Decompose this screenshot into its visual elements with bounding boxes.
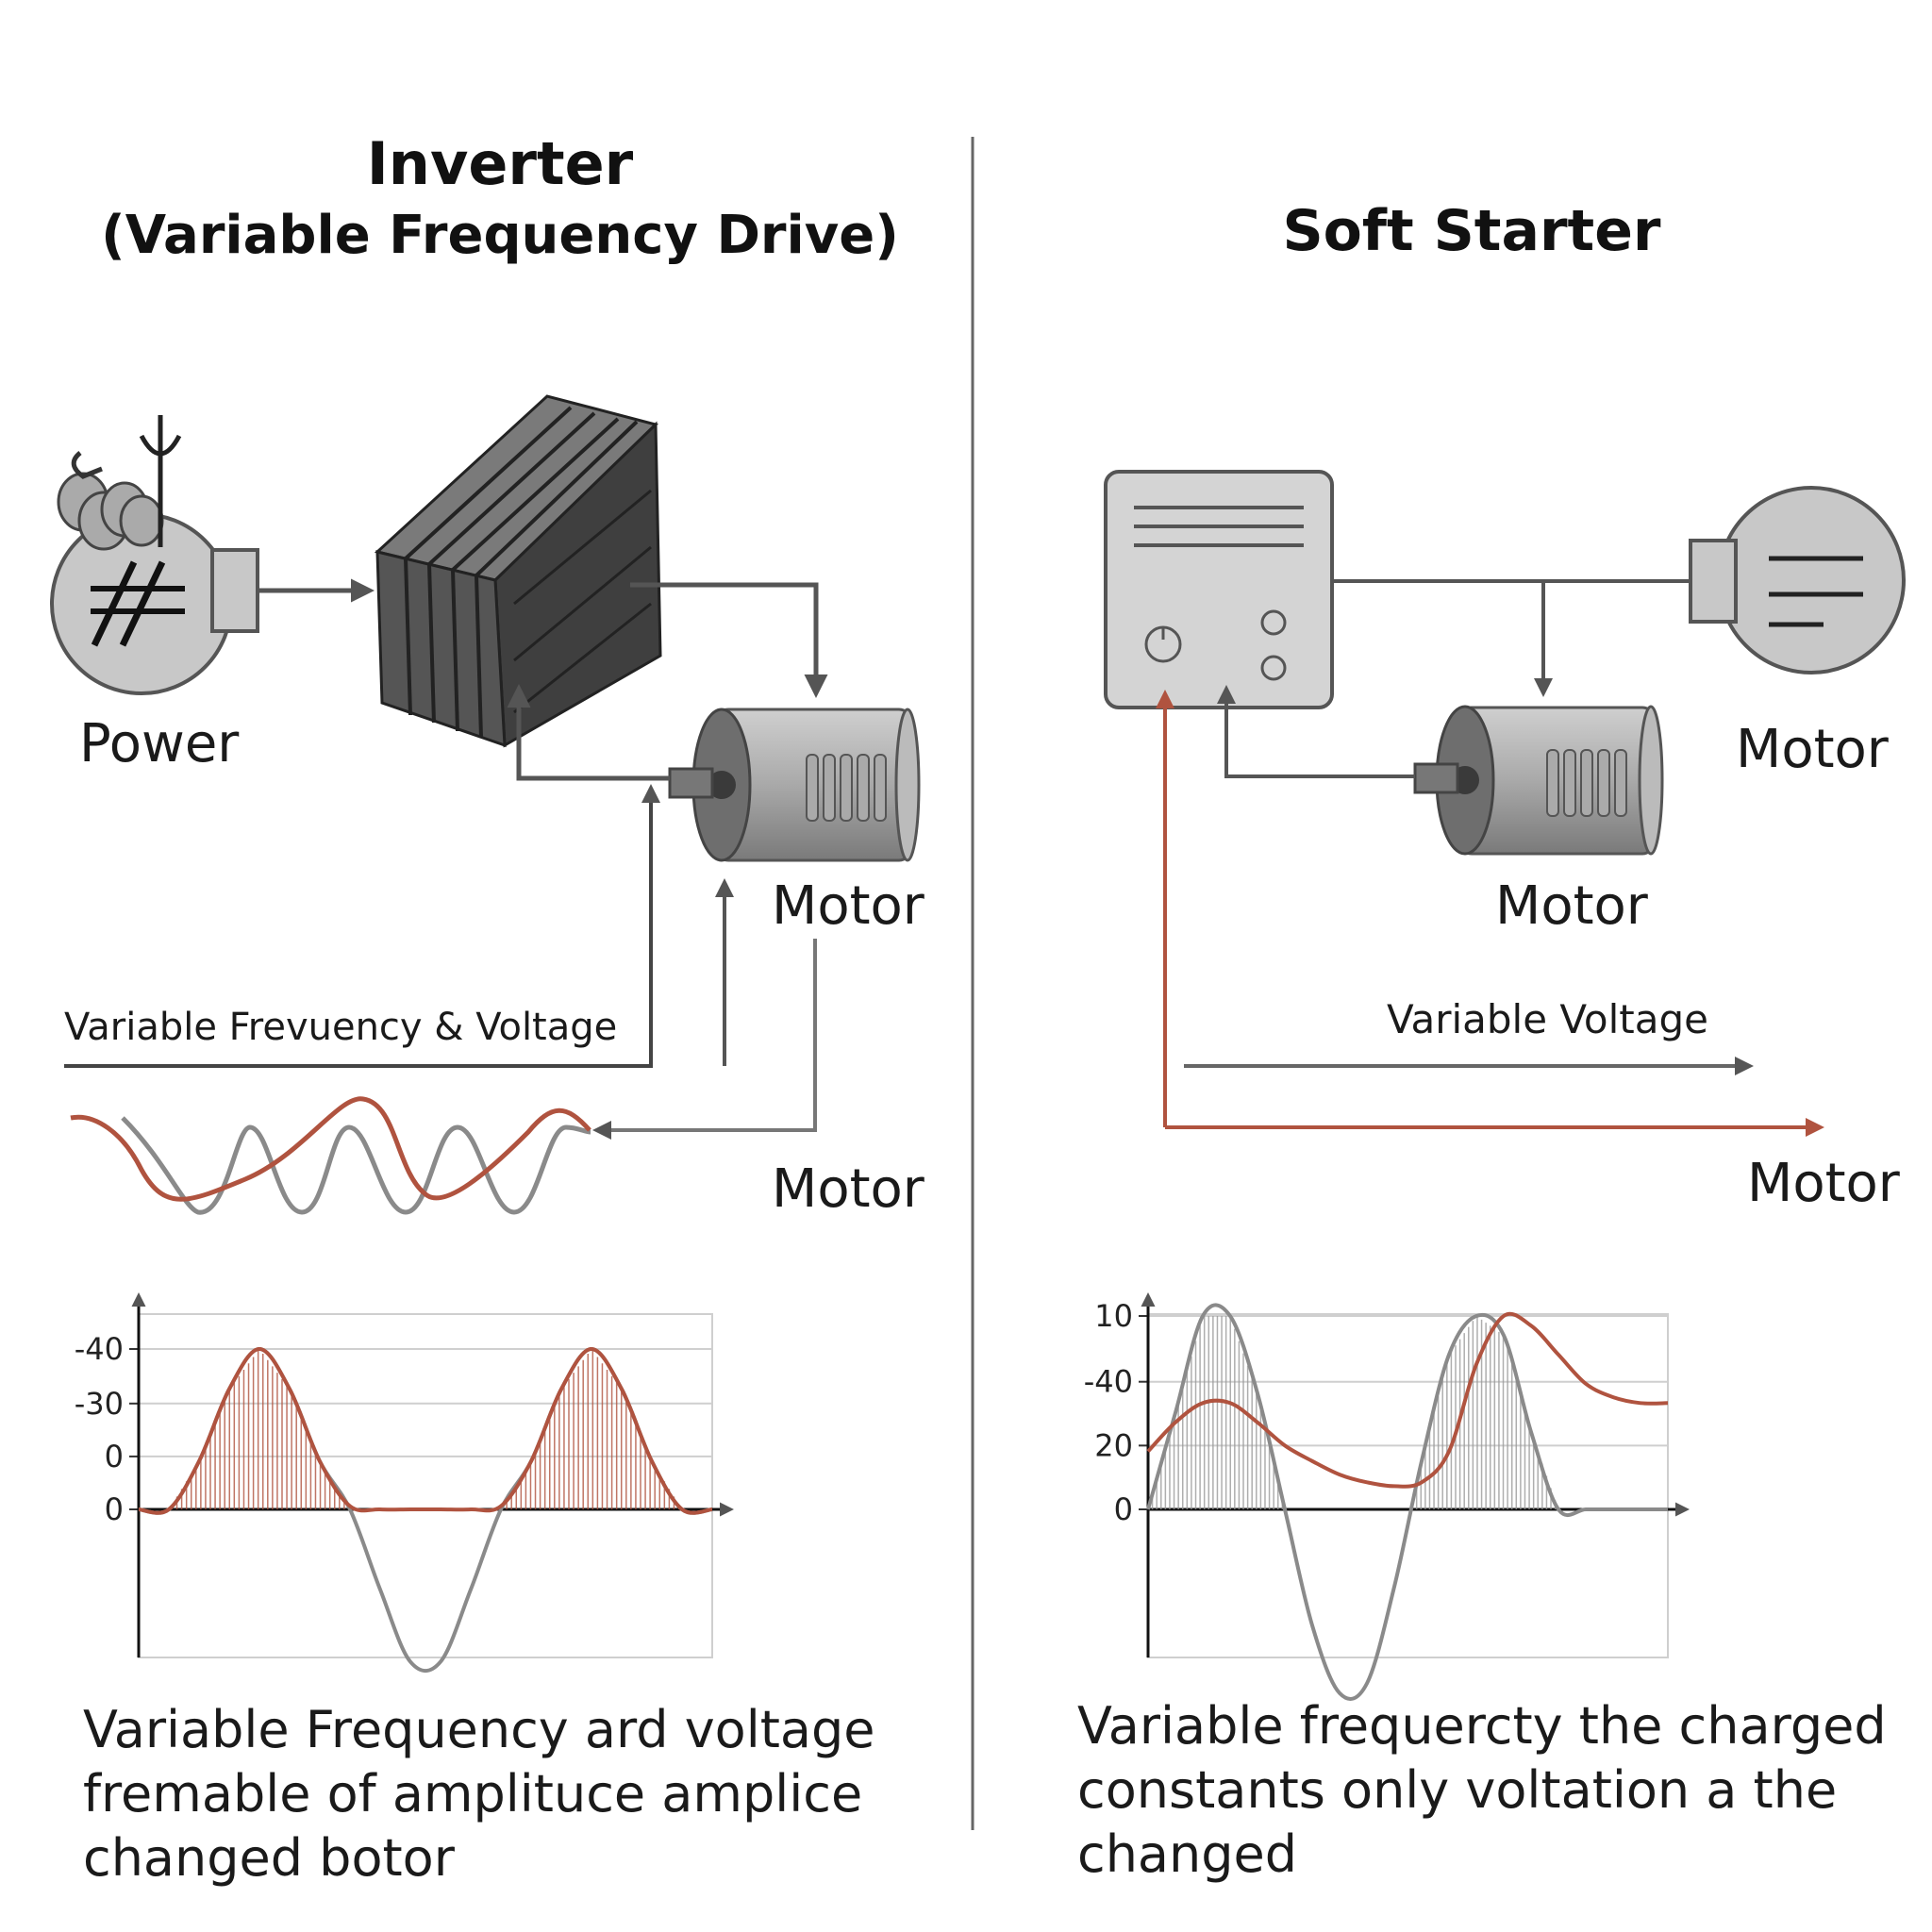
soft-starter-external-motor-icon (1689, 486, 1906, 675)
soft-starter-device-icon (1104, 470, 1334, 709)
inverter-title-line1: Inverter (366, 129, 634, 198)
inverter-title-line2: (Variable Frequency Drive) (101, 205, 899, 266)
soft-starter-signal-label: Variable Voltage (1387, 996, 1708, 1042)
soft-starter-motor-label-1: Motor (1736, 719, 1889, 780)
inverter-output-chart: -40 -30 0 0 (75, 1292, 734, 1674)
soft-starter-caption-line-3: changed (1077, 1824, 1298, 1884)
inverter-motor-label-1: Motor (772, 875, 924, 937)
antenna-icon (139, 415, 182, 547)
soft-starter-motor-icon (1413, 705, 1664, 856)
y-tick-label: 20 (1094, 1427, 1133, 1463)
inverter-caption-line-3: changed botor (83, 1828, 455, 1888)
y-tick-label: 0 (1114, 1491, 1133, 1527)
soft-starter-title: Soft Starter (1282, 198, 1661, 264)
soft-starter-caption-line-1: Variable frequercty the charged (1077, 1696, 1887, 1756)
soft-starter-caption: Variable frequercty the charged constant… (1077, 1694, 1887, 1887)
soft-starter-motor-label-3: Motor (1747, 1153, 1900, 1214)
inverter-caption-line-2: fremable of amplituce amplice (83, 1764, 863, 1824)
y-tick-label: -40 (75, 1331, 124, 1367)
inverter-caption-line-1: Variable Frequency ard voltage (83, 1700, 875, 1759)
inverter-caption: Variable Frequency ard voltage fremable … (83, 1698, 874, 1890)
inverter-device-icon (374, 394, 662, 748)
inverter-title: Inverter (Variable Frequency Drive) (0, 128, 1000, 272)
inverter-motor-label-2: Motor (772, 1158, 924, 1220)
y-tick-label: -40 (1084, 1364, 1133, 1400)
power-label: Power (79, 713, 240, 774)
y-tick-label: 0 (105, 1439, 124, 1474)
series-line-0 (138, 1346, 713, 1515)
y-tick-label: 0 (105, 1491, 124, 1527)
series-line-1 (1146, 1303, 1668, 1701)
y-tick-label: 10 (1094, 1298, 1133, 1334)
soft-starter-motor-label-2: Motor (1495, 875, 1648, 937)
inverter-motor-icon (668, 708, 921, 862)
inverter-waveform (70, 1096, 591, 1215)
y-tick-label: -30 (75, 1386, 124, 1422)
inverter-signal-label: Variable Frevuency & Voltage (64, 1006, 618, 1049)
soft-starter-caption-line-2: constants only voltation a the (1077, 1760, 1838, 1820)
coil-icon (57, 451, 164, 551)
series-line-0 (1146, 1311, 1669, 1489)
power-source-icon (50, 415, 259, 695)
soft-starter-output-chart: 10 -40 20 0 (1084, 1292, 1690, 1701)
